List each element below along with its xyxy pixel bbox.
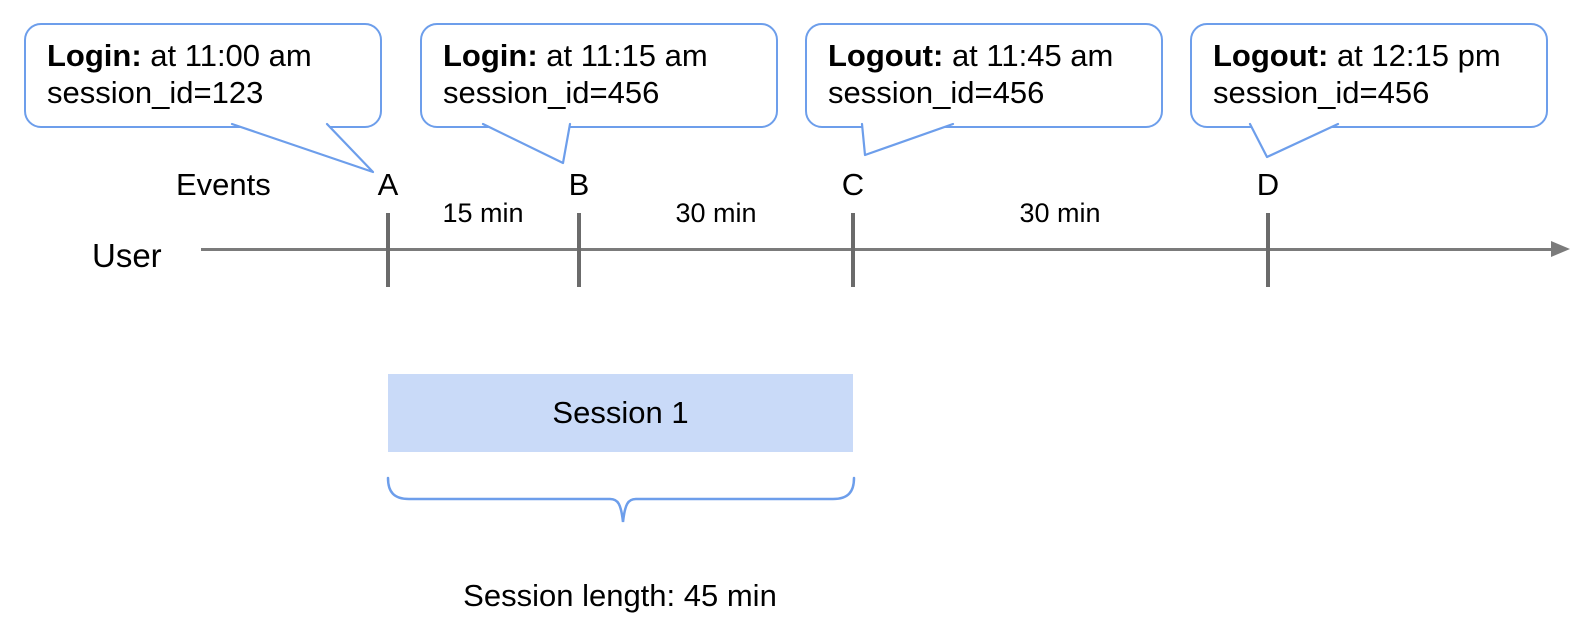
tick-event-b <box>577 213 581 287</box>
callout-line-2: session_id=123 <box>26 74 380 111</box>
timeline-arrowhead-icon <box>1551 241 1570 257</box>
callout-tail-a-icon <box>230 122 375 174</box>
interval-label-ab: 15 min <box>442 198 524 228</box>
timeline-axis <box>201 248 1553 251</box>
callout-line-2: session_id=456 <box>807 74 1161 111</box>
callout-tail-b-icon <box>481 122 572 165</box>
callout-line-1: Logout: at 11:45 am <box>807 37 1161 74</box>
tick-event-a <box>386 213 390 287</box>
callout-line-1: Login: at 11:15 am <box>422 37 776 74</box>
tick-event-c <box>851 213 855 287</box>
session-id-text: session_id=456 <box>828 75 1045 110</box>
session-length-label: Session length: 45 min <box>463 578 777 613</box>
session-1-box: Session 1 <box>388 374 853 452</box>
event-type-label: Logout: <box>1213 38 1329 73</box>
events-label: Events <box>176 167 271 202</box>
session-id-text: session_id=123 <box>47 75 264 110</box>
callout-line-2: session_id=456 <box>422 74 776 111</box>
callout-login-b: Login: at 11:15 am session_id=456 <box>420 23 778 128</box>
callout-tail-d-icon <box>1248 122 1340 159</box>
callout-line-2: session_id=456 <box>1192 74 1546 111</box>
event-type-label: Login: <box>443 38 538 73</box>
callout-tail-c-icon <box>860 122 955 157</box>
event-type-label: Login: <box>47 38 142 73</box>
interval-label-bc: 30 min <box>675 198 757 228</box>
callout-line-1: Logout: at 12:15 pm <box>1192 37 1546 74</box>
event-letter-c: C <box>841 167 865 202</box>
session-length-brace-icon <box>386 476 856 523</box>
user-label: User <box>92 237 162 274</box>
tick-event-d <box>1266 213 1270 287</box>
callout-logout-d: Logout: at 12:15 pm session_id=456 <box>1190 23 1548 128</box>
interval-label-cd: 30 min <box>1019 198 1101 228</box>
event-time-text: at 11:00 am <box>141 38 312 73</box>
session-1-label: Session 1 <box>552 395 689 430</box>
event-letter-a: A <box>377 167 399 202</box>
event-time-text: at 12:15 pm <box>1328 38 1501 73</box>
callout-line-1: Login: at 11:00 am <box>26 37 380 74</box>
callout-login-a: Login: at 11:00 am session_id=123 <box>24 23 382 128</box>
callout-logout-c: Logout: at 11:45 am session_id=456 <box>805 23 1163 128</box>
event-letter-d: D <box>1256 167 1280 202</box>
session-id-text: session_id=456 <box>443 75 660 110</box>
event-time-text: at 11:45 am <box>943 38 1114 73</box>
session-id-text: session_id=456 <box>1213 75 1430 110</box>
event-type-label: Logout: <box>828 38 944 73</box>
event-time-text: at 11:15 am <box>537 38 708 73</box>
event-letter-b: B <box>568 167 590 202</box>
